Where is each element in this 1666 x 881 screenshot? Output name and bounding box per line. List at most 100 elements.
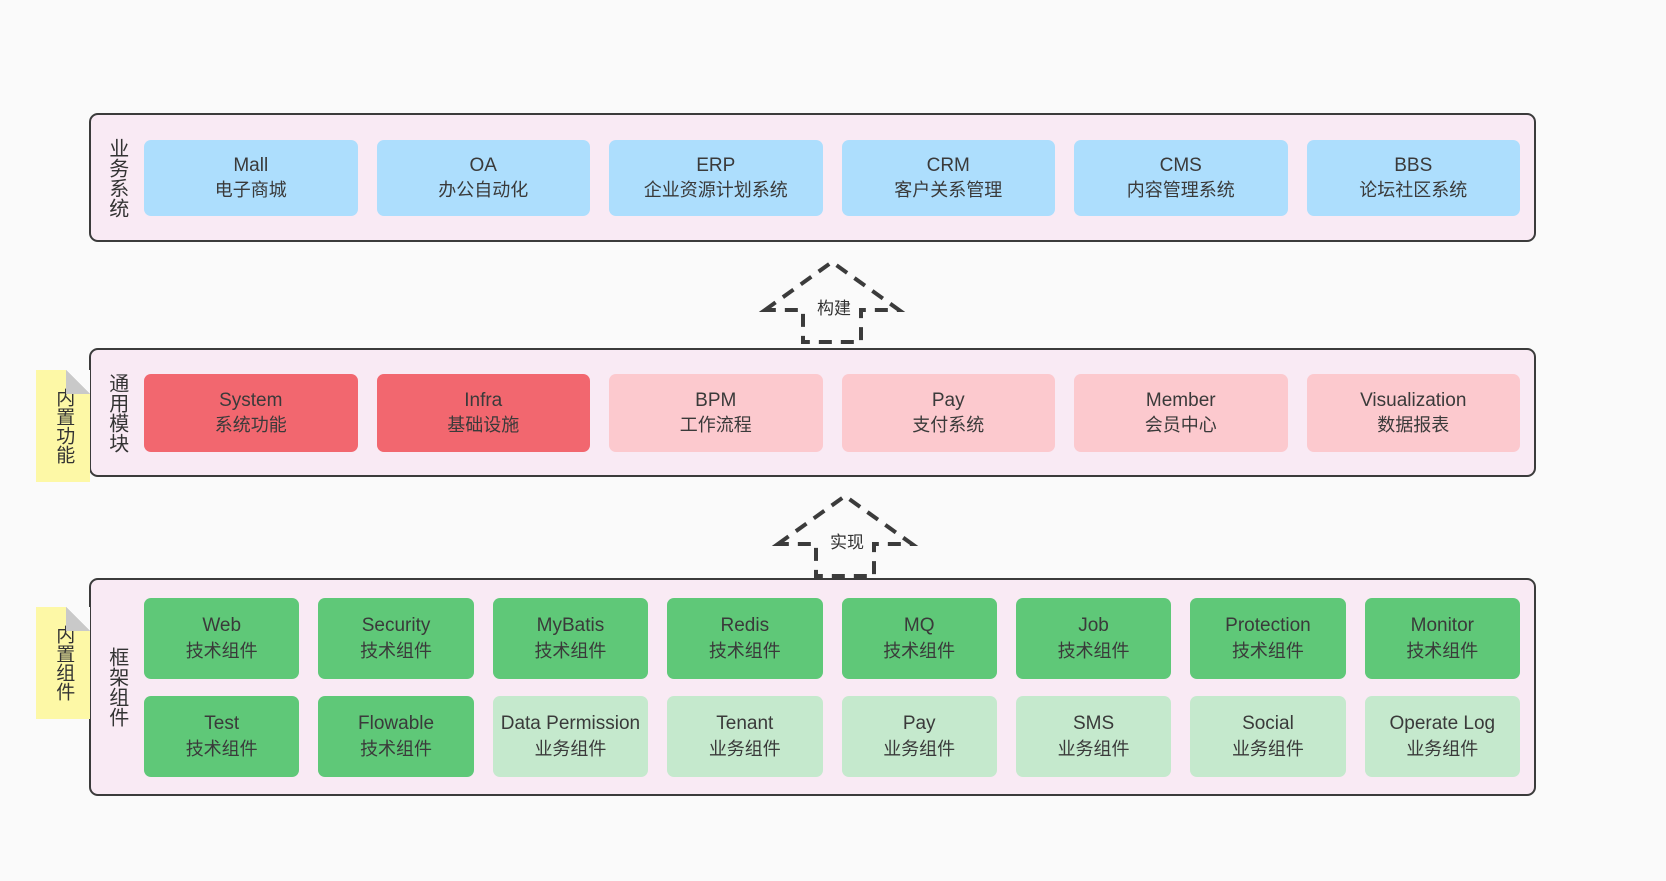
node-subtitle: 技术组件 [360, 640, 433, 661]
node-web[interactable]: Web 技术组件 [144, 597, 300, 679]
node-infra[interactable]: Infra 基础设施 [376, 373, 590, 452]
node-subtitle: 内容管理系统 [1126, 180, 1235, 201]
sticky-note-label: 内置功能 [53, 388, 75, 464]
node-subtitle: 业务组件 [534, 738, 607, 759]
node-title: Visualization [1360, 389, 1467, 411]
node-title: Social [1242, 713, 1294, 735]
layer-common-modules: 通用模块 System 系统功能 Infra 基础设施 BPM 工作流程 Pay [89, 348, 1536, 477]
node-monitor[interactable]: Monitor 技术组件 [1364, 597, 1520, 679]
node-security[interactable]: Security 技术组件 [318, 597, 474, 679]
node-subtitle: 企业资源计划系统 [643, 180, 788, 201]
node-subtitle: 工作流程 [679, 415, 752, 436]
node-mall[interactable]: Mall 电子商城 [144, 139, 358, 216]
node-title: CRM [926, 154, 970, 176]
node-subtitle: 技术组件 [185, 640, 258, 661]
node-subtitle: 业务组件 [1406, 738, 1479, 759]
node-title: System [219, 389, 283, 411]
layer-title-business: 业务系统 [105, 137, 128, 218]
node-mq[interactable]: MQ 技术组件 [841, 597, 997, 679]
node-subtitle: 办公自动化 [438, 180, 529, 201]
node-subtitle: 技术组件 [1231, 640, 1304, 661]
node-subtitle: 业务组件 [1231, 738, 1304, 759]
node-cms[interactable]: CMS 内容管理系统 [1074, 139, 1288, 216]
node-crm[interactable]: CRM 客户关系管理 [841, 139, 1055, 216]
layer-business-systems: 业务系统 Mall 电子商城 OA 办公自动化 ERP 企业资源计划系统 CRM [89, 113, 1536, 242]
node-mybatis[interactable]: MyBatis 技术组件 [492, 597, 649, 679]
node-redis[interactable]: Redis 技术组件 [667, 597, 823, 679]
node-title: BPM [695, 389, 737, 411]
node-subtitle: 技术组件 [185, 738, 258, 759]
node-sms[interactable]: SMS 业务组件 [1015, 695, 1172, 777]
node-title: Web [202, 615, 242, 637]
arrow-build-label: 构建 [815, 294, 853, 319]
node-title: Job [1078, 615, 1109, 637]
node-title: Pay [931, 389, 965, 411]
node-subtitle: 业务组件 [883, 738, 956, 759]
node-member[interactable]: Member 会员中心 [1074, 373, 1288, 452]
node-subtitle: 会员中心 [1144, 415, 1217, 436]
node-subtitle: 技术组件 [883, 640, 956, 661]
node-subtitle: 客户关系管理 [894, 180, 1003, 201]
node-title: Operate Log [1389, 713, 1496, 735]
node-subtitle: 数据报表 [1377, 415, 1450, 436]
node-row: Web 技术组件 Security 技术组件 MyBatis 技术组件 Redi… [144, 597, 1520, 679]
node-system[interactable]: System 系统功能 [144, 373, 358, 452]
node-bbs[interactable]: BBS 论坛社区系统 [1306, 139, 1520, 216]
node-pay-business[interactable]: Pay 业务组件 [841, 695, 997, 777]
node-erp[interactable]: ERP 企业资源计划系统 [609, 139, 823, 216]
node-title: Data Permission [500, 713, 641, 735]
arrow-build: 构建 [757, 258, 907, 344]
layer-framework-components: 框架组件 Web 技术组件 Security 技术组件 MyBatis 技术组件… [89, 578, 1536, 796]
node-row: Test 技术组件 Flowable 技术组件 Data Permission … [144, 695, 1520, 777]
node-subtitle: 基础设施 [447, 415, 520, 436]
node-flowable[interactable]: Flowable 技术组件 [318, 695, 474, 777]
node-title: CMS [1159, 154, 1202, 176]
node-subtitle: 技术组件 [1406, 640, 1479, 661]
layer-title-modules: 通用模块 [105, 372, 128, 453]
node-operate-log[interactable]: Operate Log 业务组件 [1364, 695, 1520, 777]
node-subtitle: 系统功能 [214, 415, 287, 436]
node-oa[interactable]: OA 办公自动化 [376, 139, 590, 216]
node-bpm[interactable]: BPM 工作流程 [609, 373, 823, 452]
node-pay[interactable]: Pay 支付系统 [841, 373, 1055, 452]
node-subtitle: 电子商城 [214, 180, 287, 201]
node-title: Pay [902, 713, 936, 735]
node-subtitle: 支付系统 [912, 415, 985, 436]
node-data-permission[interactable]: Data Permission 业务组件 [492, 695, 649, 777]
node-subtitle: 业务组件 [708, 738, 781, 759]
node-test[interactable]: Test 技术组件 [144, 695, 300, 777]
node-protection[interactable]: Protection 技术组件 [1190, 597, 1346, 679]
node-title: SMS [1072, 713, 1115, 735]
node-title: MyBatis [536, 615, 605, 637]
node-row: System 系统功能 Infra 基础设施 BPM 工作流程 Pay 支付系统… [144, 373, 1520, 452]
layer-title-framework: 框架组件 [105, 647, 128, 727]
node-subtitle: 技术组件 [360, 738, 433, 759]
node-title: ERP [696, 154, 736, 176]
arrow-implement: 实现 [770, 492, 920, 578]
node-subtitle: 技术组件 [534, 640, 607, 661]
sticky-note-builtin-features: 内置功能 [36, 370, 90, 482]
node-title: Tenant [716, 713, 774, 735]
node-subtitle: 技术组件 [708, 640, 781, 661]
node-row: Mall 电子商城 OA 办公自动化 ERP 企业资源计划系统 CRM 客户关系… [144, 139, 1520, 216]
sticky-note-builtin-components: 内置组件 [36, 607, 90, 719]
node-title: Test [204, 713, 240, 735]
sticky-note-label: 内置组件 [53, 625, 75, 701]
node-social[interactable]: Social 业务组件 [1190, 695, 1346, 777]
node-tenant[interactable]: Tenant 业务组件 [667, 695, 823, 777]
node-title: OA [469, 154, 497, 176]
node-title: Infra [464, 389, 503, 411]
arrow-implement-label: 实现 [828, 528, 866, 553]
node-title: Flowable [358, 713, 435, 735]
node-title: MQ [903, 615, 935, 637]
node-title: BBS [1394, 154, 1433, 176]
layer-body-framework: Web 技术组件 Security 技术组件 MyBatis 技术组件 Redi… [141, 580, 1534, 794]
node-visualization[interactable]: Visualization 数据报表 [1306, 373, 1520, 452]
layer-body-business: Mall 电子商城 OA 办公自动化 ERP 企业资源计划系统 CRM 客户关系… [141, 115, 1534, 240]
node-subtitle: 论坛社区系统 [1359, 180, 1468, 201]
node-title: Security [361, 615, 431, 637]
node-subtitle: 业务组件 [1057, 738, 1130, 759]
node-job[interactable]: Job 技术组件 [1015, 597, 1172, 679]
node-title: Protection [1225, 615, 1311, 637]
